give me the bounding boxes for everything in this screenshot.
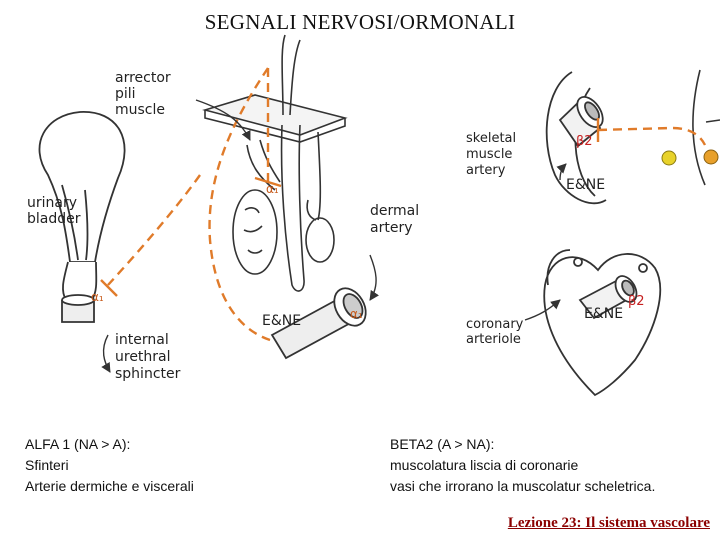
bladder-label-2: bladder [27, 211, 81, 227]
lesson-footer: Lezione 23: Il sistema vascolare [507, 515, 710, 531]
sympathetic-nerve-fibers [107, 67, 707, 342]
alpha1-caption-line2: Arterie dermiche e viscerali [25, 478, 194, 494]
hormone-label-dermal: E&NE [262, 313, 301, 329]
beta2-caption: BETA2 (A > NA): muscolatura liscia di co… [390, 434, 655, 497]
receptor-diagram: arrector pili muscle urinary bladder int… [27, 34, 720, 397]
beta2-caption-heading: BETA2 (A > NA): [390, 436, 495, 452]
ganglion-node-2 [703, 149, 719, 165]
skeletal-label-1: skeletal [466, 131, 516, 146]
beta2-receptor-skeletal: β2 [576, 134, 593, 149]
coronary-label-2: arteriole [466, 332, 521, 347]
dermal-label-2: artery [370, 220, 412, 236]
arrector-label-3: muscle [115, 102, 165, 118]
dermal-label-1: dermal [370, 203, 419, 219]
heart-drawing [543, 249, 662, 397]
sphincter-label-1: internal [115, 332, 169, 348]
label-pointers [101, 99, 567, 373]
alpha1-caption: ALFA 1 (NA > A): Sfinteri Arterie dermic… [25, 434, 194, 497]
nerve-terminals [100, 118, 600, 297]
skeletal-label-3: artery [466, 163, 506, 178]
sphincter-label-3: sphincter [115, 366, 181, 382]
alpha1-receptor-dermal: α₁ [350, 307, 363, 321]
skeletal-label-2: muscle [466, 147, 512, 162]
alpha1-caption-heading: ALFA 1 (NA > A): [25, 436, 131, 452]
beta2-caption-line1: muscolatura liscia di coronarie [390, 457, 579, 473]
spinal-cord-edge [692, 69, 720, 186]
alpha1-receptor-bladder: α₁ [91, 290, 104, 304]
beta2-caption-line2: vasi che irrorano la muscolatur scheletr… [390, 478, 656, 494]
coronary-label-1: coronary [466, 317, 524, 332]
hormone-label-skeletal: E&NE [566, 177, 605, 193]
skeletal-muscle-artery-drawing [545, 71, 607, 205]
skin-hair-follicle-drawing [202, 34, 348, 292]
bladder-label-1: urinary [27, 195, 77, 211]
page-title: SEGNALI NERVOSI/ORMONALI [204, 10, 516, 34]
alpha1-caption-line1: Sfinteri [25, 457, 69, 473]
urinary-bladder-drawing [38, 111, 126, 323]
hormone-label-coronary: E&NE [584, 306, 623, 322]
sphincter-label-2: urethral [115, 349, 171, 365]
arrector-label-2: pili [115, 86, 136, 102]
dermal-artery-drawing [270, 287, 367, 360]
ganglion-node-1 [661, 150, 677, 166]
beta2-receptor-coronary: β2 [628, 294, 645, 309]
arrector-label-1: arrector [115, 70, 171, 86]
alpha1-receptor-pili: α₁ [266, 182, 279, 196]
